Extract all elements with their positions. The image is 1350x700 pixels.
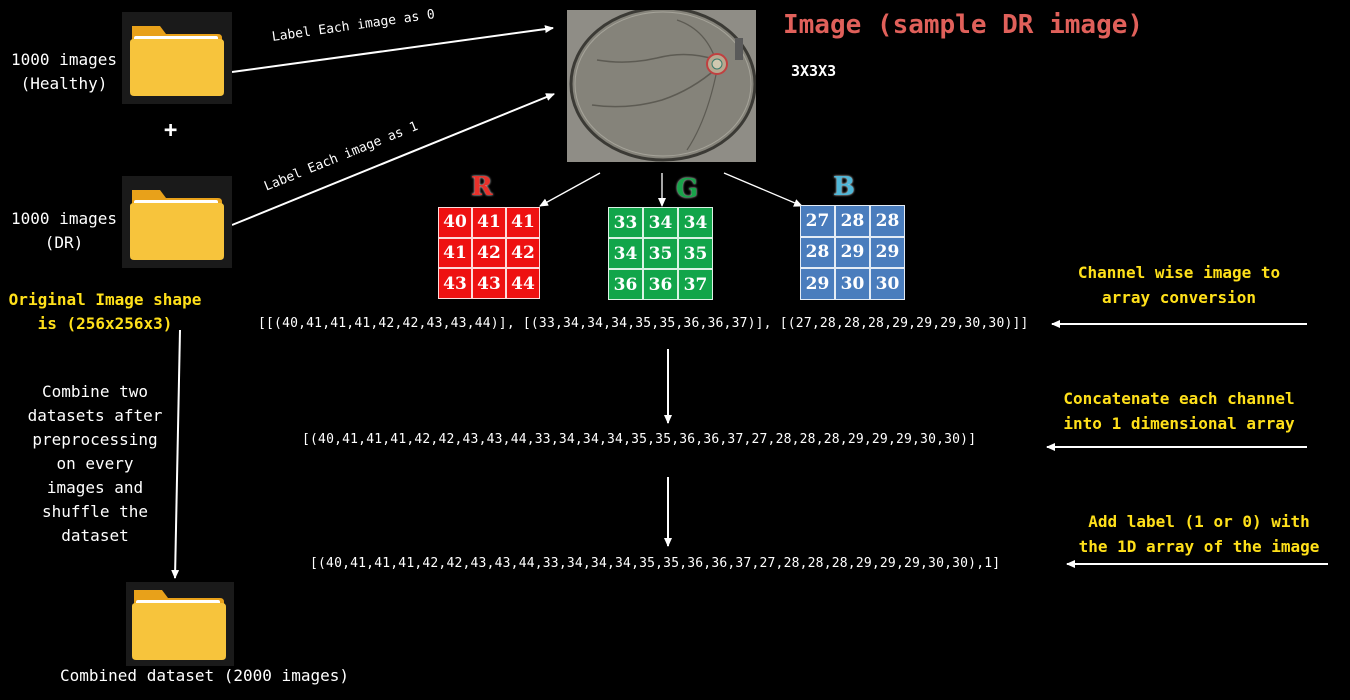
channel-b-letter: B [833,172,855,202]
grid-cell: 29 [870,236,905,269]
channel-r-grid: 40 41 41 41 42 42 43 43 44 [438,207,540,299]
channel-g-grid: 33 34 34 34 35 35 36 36 37 [608,207,713,300]
note-channel-wise: Channel wise image to array conversion [1077,263,1281,307]
grid-cell: 28 [870,205,905,237]
grid-cell: 30 [870,268,905,300]
channel-g-letter: G [676,174,699,204]
grid-cell: 41 [438,237,472,269]
original-shape-text: Original Image shape is (256x256x3) [8,290,202,333]
grid-cell: 42 [472,237,506,269]
channel-b-grid: 27 28 28 28 29 29 29 30 30 [800,205,905,300]
arrow-shape-to-combined [171,329,181,579]
plus-sign: + [164,118,178,143]
combined-folder-icon [126,582,234,666]
dr-folder-label: 1000 images (DR) [11,209,117,252]
note-concatenate: Concatenate each channel into 1 dimensio… [1063,389,1295,433]
image-size-text: 3X3X3 [791,62,837,80]
grid-cell: 41 [506,207,540,238]
healthy-folder-icon [122,12,232,104]
grid-cell: 43 [438,268,472,299]
grid-cell: 34 [608,238,643,269]
grid-cell: 43 [472,268,506,299]
grid-cell: 40 [438,207,472,238]
healthy-folder-label: 1000 images (Healthy) [11,50,117,93]
combine-description: Combine two datasets after preprocessing… [27,382,163,545]
grid-cell: 37 [678,269,713,300]
grid-cell: 44 [506,268,540,299]
grid-cell: 30 [835,268,870,300]
grid-cell: 29 [800,268,835,300]
arrow-image-to-b [723,172,803,207]
grid-cell: 33 [608,207,643,238]
arrow-image-to-r [539,172,601,207]
grid-cell: 41 [472,207,506,238]
image-title: Image (sample DR image) [783,10,1144,40]
grid-cell: 34 [678,207,713,238]
grid-cell: 36 [608,269,643,300]
channel-wise-array: [[(40,41,41,41,42,42,43,43,44)], [(33,34… [258,316,1029,331]
grid-cell: 29 [835,236,870,269]
grid-cell: 34 [643,207,678,238]
concatenated-array: [(40,41,41,41,42,42,43,43,44,33,34,34,34… [302,432,977,447]
note-add-label: Add label (1 or 0) with the 1D array of … [1078,512,1320,556]
arrow-dr-to-image [231,93,555,226]
grid-cell: 28 [800,236,835,269]
grid-cell: 42 [506,237,540,269]
dr-folder-icon [122,176,232,268]
grid-cell: 36 [643,269,678,300]
combined-folder-label: Combined dataset (2000 images) [60,666,349,685]
sample-dr-image [567,10,756,162]
grid-cell: 35 [678,238,713,269]
grid-cell: 35 [643,238,678,269]
grid-cell: 28 [835,205,870,237]
labeled-array: [(40,41,41,41,42,42,43,43,44,33,34,34,34… [310,556,1001,571]
channel-r-letter: R [471,172,493,202]
arrow-healthy-to-image [231,25,554,73]
grid-cell: 27 [800,205,835,237]
